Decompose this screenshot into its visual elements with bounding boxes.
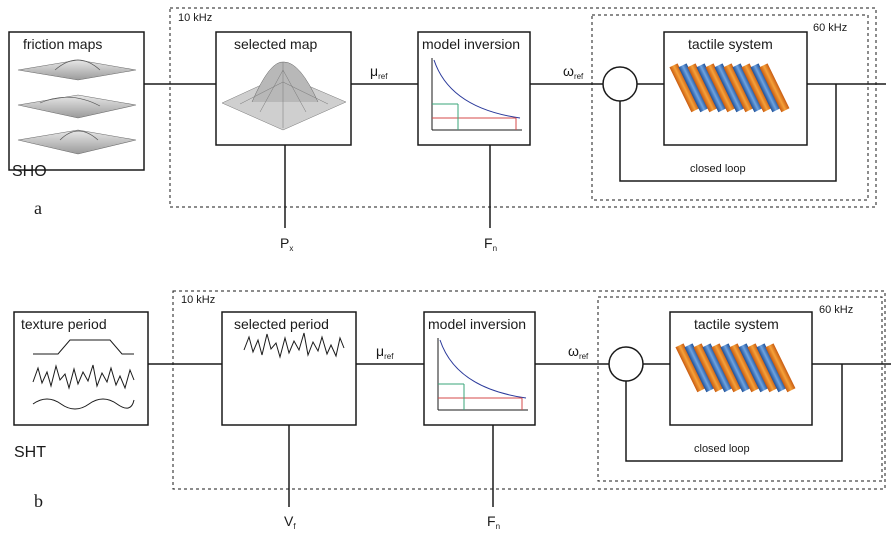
model-inversion-box-b [423,311,536,426]
omega-subscript-a: ref [573,72,584,81]
mu-subscript-b: ref [384,352,394,361]
outer-dashed-10khz-b [172,290,886,490]
selected-map-title: selected map [234,36,318,52]
inversion-plot-b [437,338,528,411]
panel-b [13,290,891,507]
fn-symbol-a: F [484,235,493,251]
omega-ref-label-a: ωref [563,64,583,81]
fn-input-label-a: Fn [484,236,497,253]
model-inversion-title-b: model inversion [428,316,527,332]
inversion-plot-a [431,58,522,131]
fn-symbol-b: F [487,513,496,529]
outer-dashed-10khz-a [169,7,877,208]
mode-label-sht: SHT [14,444,46,461]
model-inversion-box-a [417,31,531,146]
summing-junction-a [602,66,638,102]
closed-loop-path-a [619,84,837,182]
fn-subscript-b: n [495,522,501,531]
mu-ref-label-a: μref [370,64,387,81]
texture-period-signals [32,339,135,410]
px-input-label: Px [280,236,293,253]
tactile-system-box-b [669,311,813,426]
texture-period-title: texture period [21,316,107,332]
friction-maps-title: friction maps [23,36,103,52]
mu-symbol-a: μ [370,63,379,79]
texture-period-box [13,311,149,426]
friction-maps-surfaces [17,59,137,155]
freq-outer-label-a: 10 kHz [178,12,213,24]
closed-loop-path-b [625,364,843,462]
fn-input-label-b: Fn [487,514,500,531]
mu-ref-label-b: μref [376,344,393,361]
model-inversion-title-a: model inversion [422,36,521,52]
friction-maps-box [8,31,145,171]
vf-subscript: f [293,522,296,531]
mu-subscript-a: ref [378,72,388,81]
summing-junction-b [608,346,644,382]
selected-period-title: selected period [234,316,329,332]
omega-symbol-a: ω [563,63,574,79]
mode-label-sho: SHO [12,163,47,180]
panel-letter-b: b [34,491,43,511]
omega-ref-label-b: ωref [568,344,588,361]
panel-letter-a: a [34,198,42,218]
closed-loop-label-a: closed loop [690,163,746,175]
tactile-system-title-b: tactile system [694,316,779,332]
tactile-system-box-a [663,31,808,146]
omega-subscript-b: ref [578,352,589,361]
selected-map-box [215,31,352,146]
freq-inner-label-b: 60 kHz [819,304,854,316]
tactile-rods-a [669,63,790,113]
selected-map-mesh [221,61,347,131]
tactile-system-title-a: tactile system [688,36,773,52]
vf-input-label: Vf [284,514,296,531]
inner-dashed-60khz-a [591,14,869,201]
omega-symbol-b: ω [568,343,579,359]
freq-outer-label-b: 10 kHz [181,294,216,306]
px-symbol: P [280,235,290,251]
freq-inner-label-a: 60 kHz [813,22,848,34]
px-subscript: x [289,244,294,253]
closed-loop-label-b: closed loop [694,443,750,455]
vf-symbol: V [284,513,294,529]
panel-a [8,7,886,228]
mu-symbol-b: μ [376,343,385,359]
fn-subscript-a: n [492,244,498,253]
tactile-rods-b [675,343,796,393]
selected-period-signal [243,332,345,359]
